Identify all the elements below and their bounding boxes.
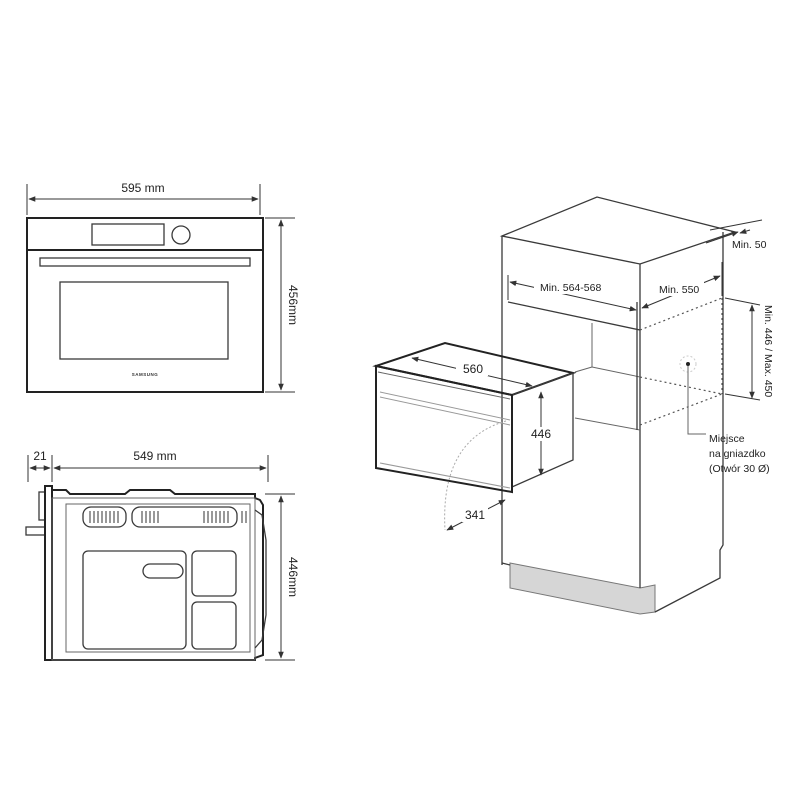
front-view: 595 mm SAMSUNG 456mm [26, 181, 300, 393]
cavity-outline [65, 503, 251, 653]
label-bg [462, 508, 488, 522]
appliance-height-label: 446 [531, 427, 551, 441]
door-depth-label: 21 [33, 449, 47, 463]
socket-leader-line [687, 366, 706, 435]
side-view: 21 549 mm [25, 449, 300, 661]
hidden-line [639, 376, 723, 395]
rear-gap-extension [709, 219, 763, 231]
vent-slots [89, 511, 119, 523]
hidden-line [639, 297, 723, 331]
vent-group [131, 506, 238, 528]
label-bg [528, 427, 554, 441]
appliance-handle-line [379, 391, 511, 421]
hidden-line [639, 393, 723, 426]
appliance-width-label: 560 [463, 362, 483, 376]
extension-line [724, 297, 761, 306]
door-handle [39, 257, 251, 267]
side-height-label: 446mm [286, 557, 300, 597]
label-bg [656, 282, 704, 296]
socket-note-line2: na gniazdko [709, 448, 766, 460]
oven-side-outline [52, 489, 264, 661]
inner-outline [51, 497, 256, 661]
brand-logo: SAMSUNG [132, 372, 159, 377]
niche-width-dimension-line [509, 280, 637, 312]
appliance-handle-line [379, 396, 511, 426]
appliance-front [375, 364, 513, 494]
niche-width-label: Min. 564-568 [540, 282, 601, 294]
door-swing-arc [444, 420, 507, 531]
rear-gap-label: Min. 50 [732, 239, 767, 251]
cabinet-right-edge [654, 232, 724, 613]
side-panel-lower [191, 601, 237, 650]
cabinet-plinth [509, 562, 656, 615]
rear-gap-arrow [705, 231, 739, 244]
side-depth-label: 549 mm [133, 449, 176, 463]
socket-note-line3: (Otwór 30 Ø) [709, 463, 770, 475]
vent-slots [141, 511, 247, 523]
oven-front-outline [26, 217, 264, 393]
rear-gap-arrow [739, 228, 751, 234]
front-width-label: 595 mm [121, 181, 164, 195]
side-panel-large [82, 550, 187, 650]
cabinet-bottom-left [501, 562, 511, 566]
door-swing-label: 341 [465, 508, 485, 522]
side-panel-slot [142, 563, 184, 579]
niche-depth-label: Min. 550 [659, 284, 699, 296]
side-handle [25, 526, 46, 536]
label-bg [534, 280, 610, 294]
socket-hole-icon [686, 362, 690, 366]
side-panel-upper [191, 550, 237, 597]
niche-floor-left [574, 366, 593, 373]
label-bg [456, 362, 488, 376]
door-panel [44, 485, 53, 661]
extension-line [724, 393, 761, 401]
socket-note-line1: Miejsce [709, 433, 745, 445]
installation-view: Min. 50 Min. 564-568 Min. 550 Min. 446 /… [372, 196, 774, 615]
niche-height-label: Min. 446 / Max. 450 [762, 305, 774, 397]
cabinet-top [499, 196, 738, 265]
display-panel [91, 223, 165, 246]
control-knob-icon [171, 225, 191, 245]
niche-back-floor [591, 366, 641, 378]
niche-bottom [574, 417, 641, 431]
rear-protrusion [254, 509, 267, 649]
appliance-bottom-trim [379, 462, 511, 489]
vent-group [82, 506, 127, 528]
front-height-label: 456mm [286, 285, 300, 325]
door-window [59, 281, 229, 360]
